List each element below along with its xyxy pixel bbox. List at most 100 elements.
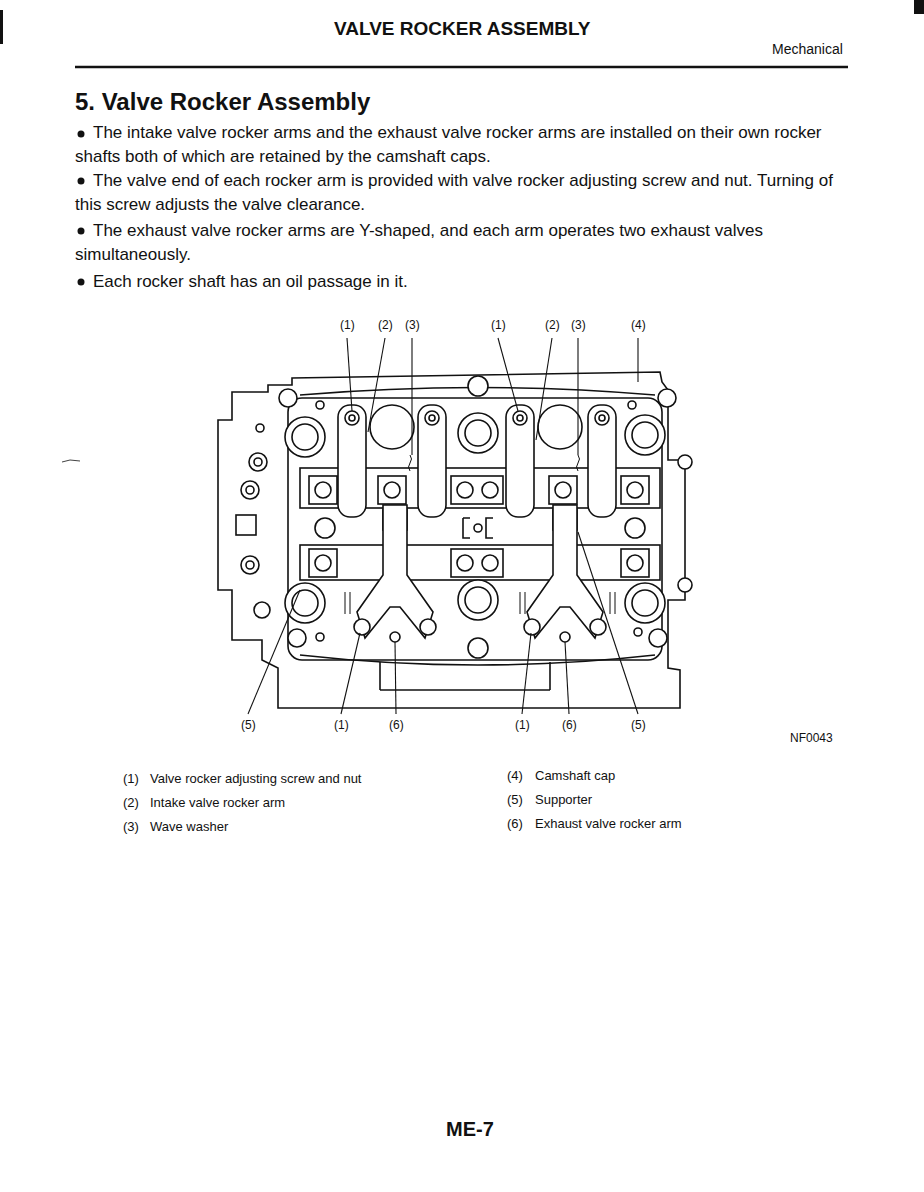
illustration-part: [315, 555, 331, 571]
illustration-part: [463, 518, 493, 538]
illustration-part: [524, 619, 540, 635]
illustration-part: [590, 619, 606, 635]
illustration-part: [465, 420, 491, 446]
illustration-part: [549, 476, 577, 504]
illustration-part: [625, 518, 645, 538]
illustration-part: [465, 587, 491, 613]
illustration-part: [383, 510, 577, 530]
illustration-part: [577, 338, 578, 455]
illustration-part: [395, 642, 396, 714]
illustration-part: [627, 555, 643, 571]
illustration-part: [458, 580, 498, 620]
illustration-part: [288, 398, 662, 660]
key-text: Exhaust valve rocker arm: [535, 816, 682, 832]
illustration-part: [254, 458, 262, 466]
page-header: VALVE ROCKER ASSEMBLY: [334, 18, 591, 41]
illustration-part: [241, 481, 259, 499]
key-number: (4): [507, 768, 523, 784]
illustration-part: [78, 178, 85, 185]
illustration-part: [236, 376, 692, 658]
illustration-part: [315, 518, 335, 538]
illustration-part: [354, 505, 606, 642]
illustration-part: [418, 405, 446, 517]
illustration-part: [390, 632, 400, 642]
figure-code: NF0043: [790, 731, 833, 745]
illustration-part: [338, 405, 616, 517]
illustration-part: [637, 338, 638, 382]
illustration-part: [384, 482, 400, 498]
callout-number: (3): [405, 318, 420, 332]
illustration-part: [349, 415, 355, 421]
illustration-part: [538, 405, 582, 449]
callout-number: (5): [631, 718, 646, 732]
callout-number: (1): [515, 718, 530, 732]
illustration-part: [536, 338, 552, 440]
illustration-part: [300, 545, 660, 580]
illustration-part: [914, 0, 924, 14]
key-number: (5): [507, 792, 523, 808]
key-text: Intake valve rocker arm: [150, 795, 285, 811]
bullet-text: The valve end of each rocker arm is prov…: [75, 169, 850, 217]
illustration-part: [588, 405, 616, 517]
illustration-part: [409, 455, 412, 471]
illustration-part: [354, 619, 370, 635]
callout-number: (4): [631, 318, 646, 332]
illustration-part: [78, 131, 85, 138]
callout-number: (6): [562, 718, 577, 732]
illustration-part: [357, 505, 433, 638]
illustration-part: [457, 482, 473, 498]
illustration-part: [345, 411, 359, 425]
illustration-part: [338, 405, 366, 517]
illustration-part: [378, 476, 406, 504]
illustration-part: [78, 279, 85, 286]
illustration-part: [658, 389, 676, 407]
illustration-part: [411, 338, 412, 455]
illustration-part: [468, 376, 488, 396]
callout-number: (1): [491, 318, 506, 332]
illustration-part: [520, 592, 525, 614]
illustration-part: [249, 453, 267, 471]
key-text: Valve rocker adjusting screw and nut: [150, 771, 361, 787]
illustration-part: [627, 482, 643, 498]
illustration-part: [625, 583, 665, 623]
callout-number: (6): [389, 718, 404, 732]
page-number: ME-7: [446, 1117, 494, 1141]
illustration-part: [595, 411, 609, 425]
bullet-text: The exhaust valve rocker arms are Y-shap…: [75, 219, 850, 267]
illustration-part: [316, 633, 324, 641]
illustration-part: [474, 524, 482, 532]
illustration-part: [279, 389, 297, 407]
key-number: (2): [123, 795, 139, 811]
key-text: Supporter: [535, 792, 592, 808]
illustration-part: [315, 482, 331, 498]
illustration-part: [309, 476, 337, 504]
illustration-part: [549, 662, 551, 690]
key-text: Camshaft cap: [535, 768, 615, 784]
illustration-part: [341, 633, 360, 714]
key-number: (1): [123, 771, 139, 787]
illustration-part: [236, 515, 256, 535]
illustration-part: [451, 549, 503, 577]
illustration-part: [246, 486, 254, 494]
illustration-part: [248, 590, 300, 714]
illustration-part: [292, 424, 318, 450]
illustration-part: [517, 415, 523, 421]
illustration-part: [254, 602, 270, 618]
illustration-part: [285, 583, 325, 623]
bullet-text: The intake valve rocker arms and the exh…: [75, 121, 850, 169]
illustration-part: [560, 632, 570, 642]
illustration-part: [288, 629, 306, 647]
illustration-part: [498, 338, 518, 411]
callout-number: (2): [545, 318, 560, 332]
illustration-part: [75, 66, 848, 69]
illustration-part: [285, 405, 665, 623]
illustration-part: [506, 405, 534, 517]
bullet-text: Each rocker shaft has an oil passage in …: [75, 270, 850, 294]
chapter-name: Mechanical: [772, 41, 843, 58]
callout-number: (1): [340, 318, 355, 332]
callout-number: (3): [571, 318, 586, 332]
illustration-part: [345, 592, 350, 614]
illustration-part: [632, 590, 658, 616]
illustration-part: [621, 476, 649, 504]
illustration-part: [0, 10, 3, 44]
